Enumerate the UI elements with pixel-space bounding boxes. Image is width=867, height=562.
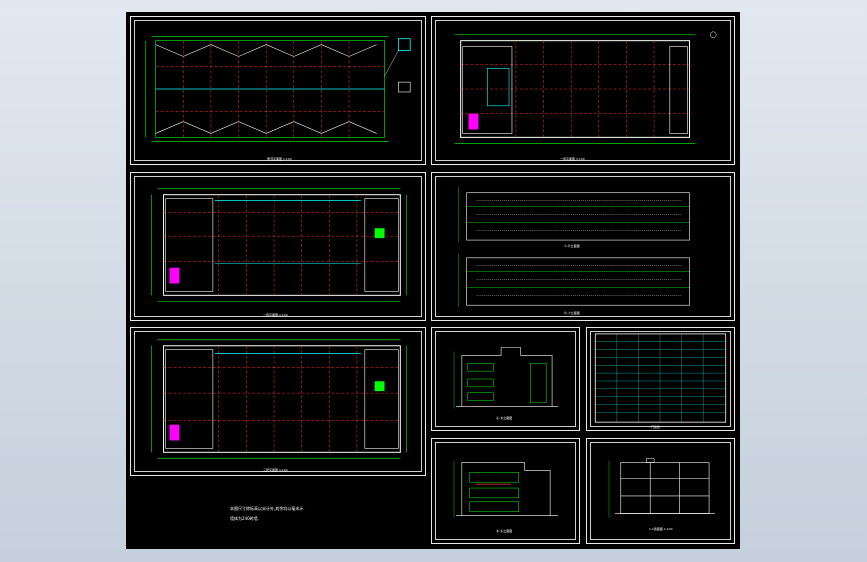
sheet-west-elevation[interactable]: Ⓓ-Ⓐ立面图 [431, 438, 580, 544]
sheet-caption: ⑰-①立面图 [564, 311, 580, 315]
sheet-caption: 1-1剖面图 1:100 [649, 527, 673, 531]
section-drawing [608, 458, 715, 518]
sheet-caption: 一层平面图 1:100 [560, 157, 585, 161]
sheet-caption: 二层平面图 1:100 [263, 313, 288, 317]
ground-floor-plan-drawing [454, 31, 717, 144]
sheet-second-floor-plan[interactable]: 二层平面图 1:100 [130, 172, 426, 321]
cad-model-space[interactable]: 屋顶平面图 1:100 一层平面图 1:100 [126, 12, 740, 549]
sheet-caption: 屋顶平面图 1:100 [267, 157, 292, 161]
sheet-roof-plan[interactable]: 屋顶平面图 1:100 [130, 16, 426, 165]
sheet-caption: Ⓐ-Ⓓ立面图 [496, 416, 513, 420]
elevations-drawing [458, 186, 690, 308]
third-floor-plan-drawing [151, 339, 407, 459]
note-line: 墙体为240砖墙. [230, 516, 259, 521]
sheet-caption: Ⓓ-Ⓐ立面图 [496, 529, 513, 533]
sheet-ground-floor-plan[interactable]: 一层平面图 1:100 [431, 16, 735, 165]
sheet-section[interactable]: 1-1剖面图 1:100 [586, 438, 735, 544]
roof-plan-drawing [145, 36, 411, 142]
sheet-east-elevation[interactable]: Ⓐ-Ⓓ立面图 [431, 327, 580, 431]
schedule-table-drawing [594, 333, 727, 423]
sheet-caption: 门窗表 [651, 425, 661, 429]
west-elevation-drawing [453, 460, 558, 518]
sheet-door-window-schedule[interactable]: 门窗表 [586, 327, 735, 431]
second-floor-plan-drawing [151, 188, 407, 302]
sheet-caption: 三层平面图 1:100 [263, 468, 288, 472]
general-notes: 本图尺寸除标高以米计外,其余均以毫米计. 墙体为240砖墙. [230, 504, 305, 524]
note-line: 本图尺寸除标高以米计外,其余均以毫米计. [230, 506, 305, 511]
sheet-elevations[interactable]: ①-⑰立面图 ⑰-①立面图 [431, 172, 735, 321]
east-elevation-drawing [453, 347, 558, 409]
sheet-caption: ①-⑰立面图 [564, 244, 580, 248]
sheet-third-floor-plan[interactable]: 三层平面图 1:100 [130, 327, 426, 476]
